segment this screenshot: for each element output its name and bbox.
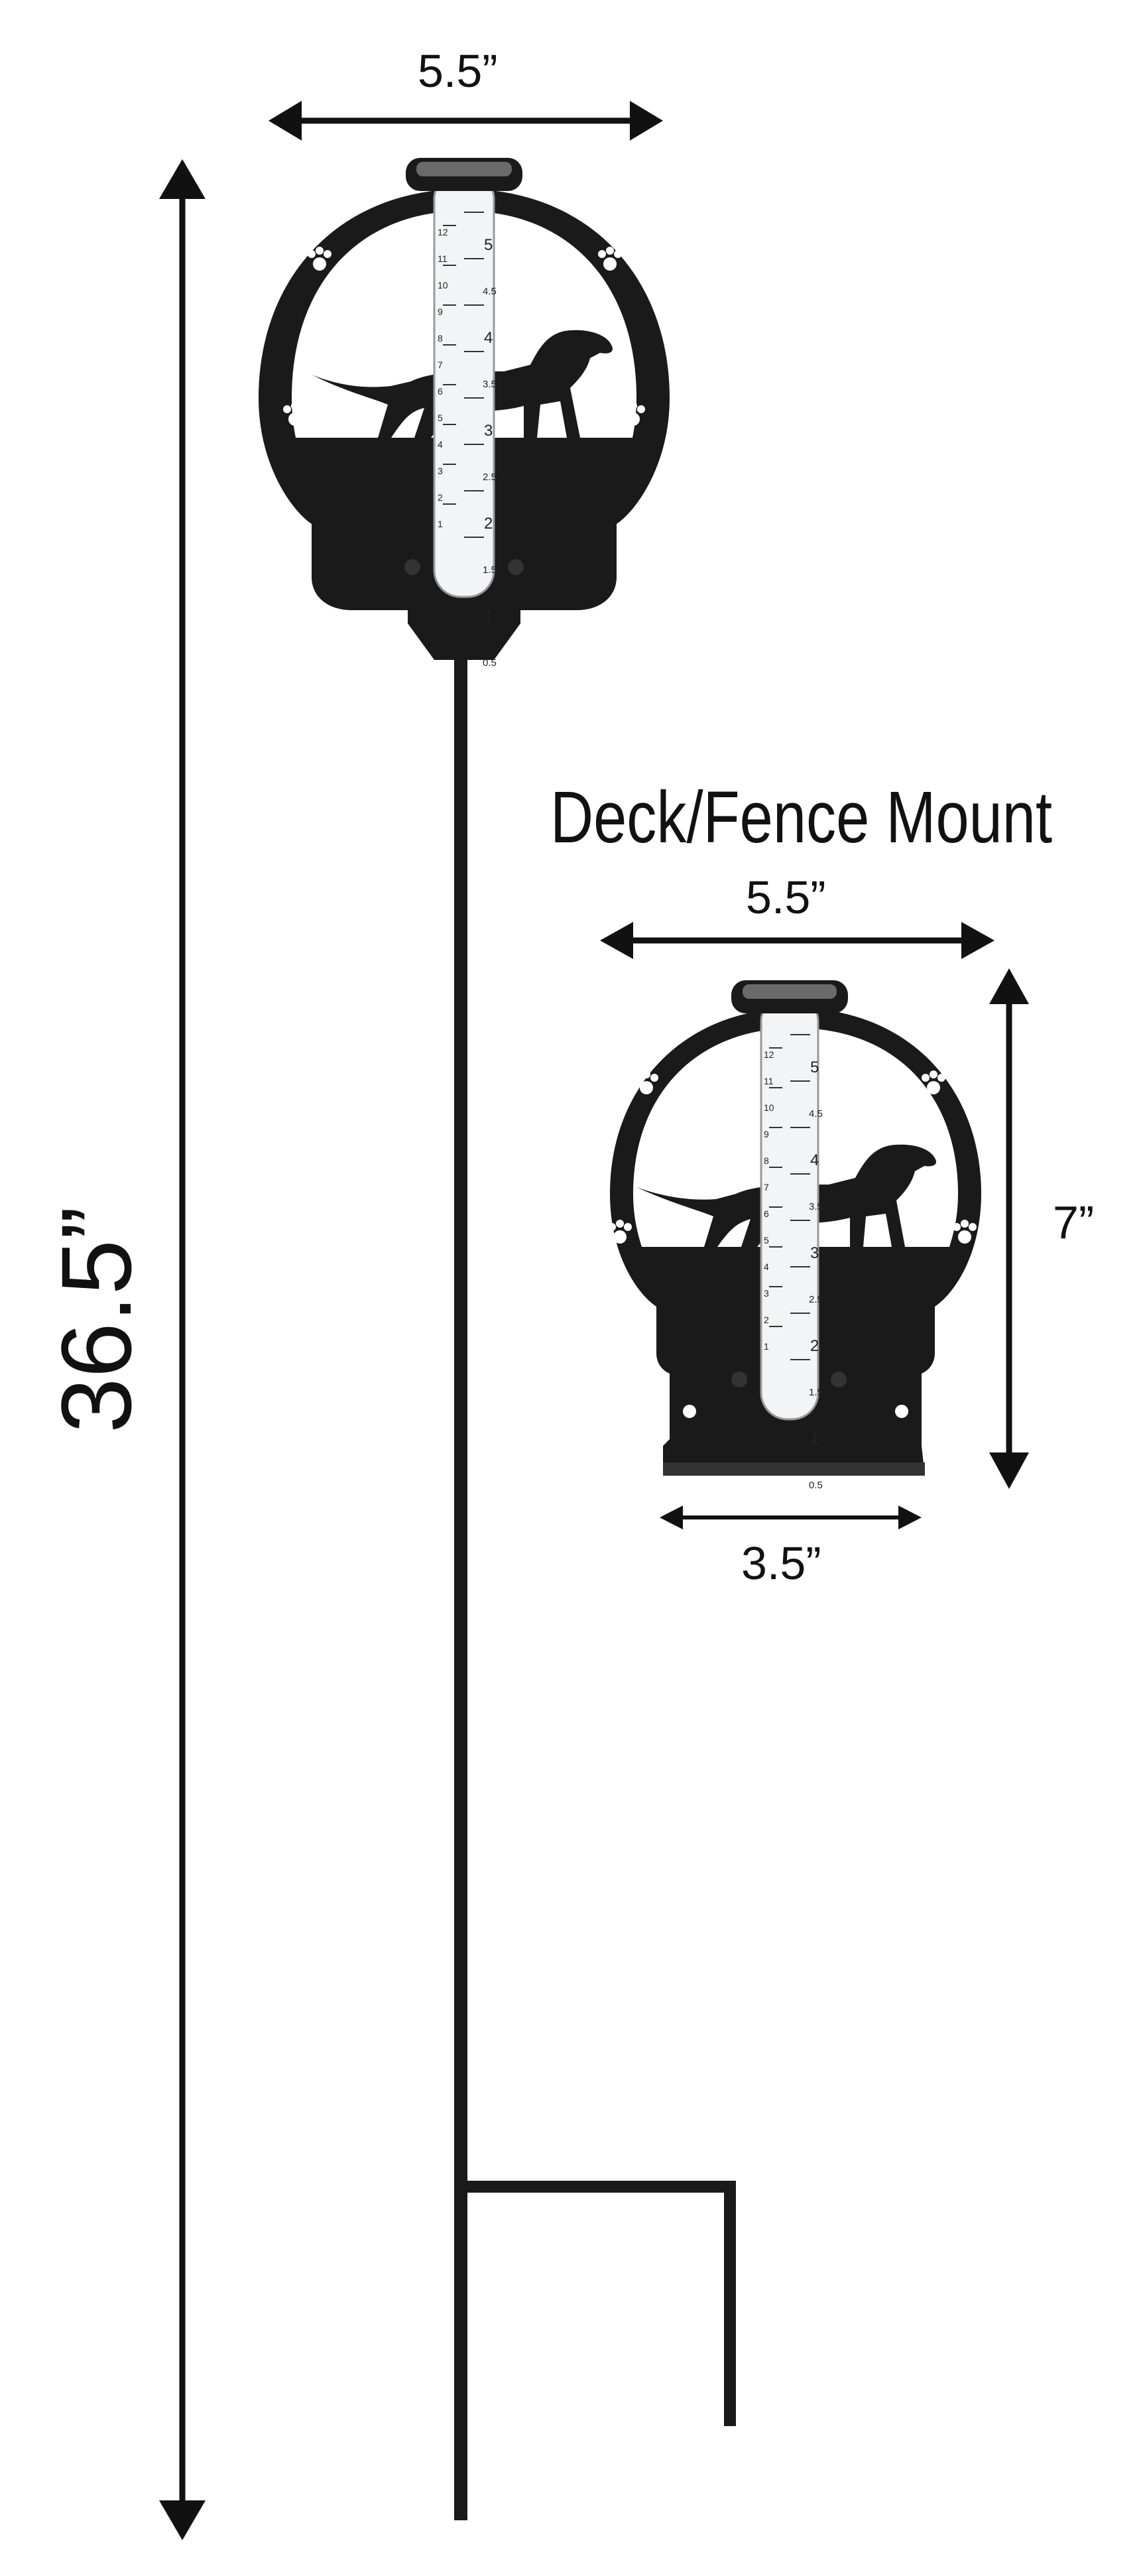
- scale-mark: 2: [484, 515, 493, 533]
- scale-mark: 2.5: [809, 1294, 823, 1305]
- deck-scale-inches-minor: 4.5 3.5 2.5 1.5 0.5: [809, 1068, 833, 1532]
- stake-scale-inches-minor: 4.5 3.5 2.5 1.5 0.5: [483, 245, 507, 710]
- scale-mark: 9: [438, 306, 443, 317]
- deck-scale-inches: 5 4 3 2 1: [810, 1021, 830, 1486]
- deck-mount-gauge: [608, 980, 981, 1476]
- scale-mark: 4.5: [809, 1108, 823, 1120]
- scale-mark: 12: [764, 1049, 774, 1060]
- scale-mark: 1: [764, 1341, 769, 1352]
- scale-mark: 4: [810, 1151, 819, 1169]
- scale-mark: 4.5: [483, 286, 497, 297]
- scale-mark: 2: [764, 1315, 769, 1325]
- deck-scale-cm: 12 11 10 9 8 7 6 5 4 3 2 1: [764, 1041, 780, 1360]
- stake-scale-inches: 5 4 3 2 1: [484, 199, 504, 663]
- deck-glass-tube: [731, 980, 848, 1421]
- scale-mark: 6: [764, 1208, 769, 1219]
- scale-mark: 0.5: [483, 657, 497, 669]
- stake-width-label: 5.5”: [418, 45, 498, 97]
- scale-mark: 0.5: [809, 1480, 823, 1491]
- scale-mark: 7: [438, 359, 443, 370]
- scale-mark: 1: [438, 519, 443, 529]
- scale-mark: 12: [438, 227, 448, 237]
- stake-foot: [457, 2181, 736, 2426]
- stake-height-label: 36.5”: [40, 1206, 152, 1433]
- scale-mark: 3: [438, 466, 443, 476]
- paw-print-icon: [283, 247, 645, 426]
- stake-glass-tube: [406, 158, 522, 598]
- stake-height-arrow: [159, 159, 206, 2540]
- scale-mark: 3: [810, 1244, 819, 1262]
- scale-mark: 1: [810, 1430, 819, 1448]
- scale-mark: 4: [764, 1261, 769, 1272]
- stake-scale-cm: 12 11 10 9 8 7 6 5 4 3 2 1: [438, 219, 453, 537]
- scale-mark: 3: [764, 1288, 769, 1299]
- scale-mark: 5: [484, 236, 493, 254]
- stake-rod: [454, 657, 467, 2520]
- scale-mark: 5: [810, 1059, 819, 1076]
- scale-mark: 3.5: [809, 1201, 823, 1212]
- deck-height-arrow: [989, 968, 1029, 1489]
- scale-mark: 9: [764, 1129, 769, 1139]
- stake-bracket: [408, 600, 520, 660]
- scale-mark: 8: [438, 333, 443, 344]
- scale-mark: 5: [764, 1235, 769, 1246]
- scale-mark: 5: [438, 413, 443, 423]
- scale-mark: 11: [764, 1076, 774, 1086]
- scale-mark: 10: [764, 1102, 774, 1113]
- scale-mark: 1: [484, 608, 493, 625]
- scale-mark: 4: [484, 329, 493, 347]
- stake-width-arrow: [269, 101, 663, 141]
- scale-mark: 2: [810, 1337, 819, 1355]
- deck-width-arrow: [600, 922, 994, 959]
- paw-print-icon: [608, 1070, 977, 1244]
- scale-mark: 3: [484, 422, 493, 440]
- deck-height-label: 7”: [1053, 1196, 1095, 1248]
- scale-mark: 7: [764, 1182, 769, 1192]
- deck-mount-title: Deck/Fence Mount: [550, 777, 1053, 858]
- scale-mark: 11: [438, 253, 448, 264]
- scale-mark: 2: [438, 492, 443, 503]
- scale-mark: 2.5: [483, 472, 497, 483]
- scale-mark: 3.5: [483, 379, 497, 390]
- deck-base-arrow: [660, 1506, 922, 1529]
- scale-mark: 1.5: [483, 564, 497, 576]
- scale-mark: 6: [438, 386, 443, 397]
- deck-base-label: 3.5”: [741, 1537, 821, 1589]
- deck-bracket: [663, 1373, 925, 1476]
- scale-mark: 1.5: [809, 1387, 823, 1398]
- scale-mark: 8: [764, 1155, 769, 1166]
- deck-width-label: 5.5”: [746, 871, 826, 923]
- stake-mount-gauge: [259, 158, 736, 2520]
- scale-mark: 10: [438, 280, 448, 290]
- scale-mark: 4: [438, 439, 443, 450]
